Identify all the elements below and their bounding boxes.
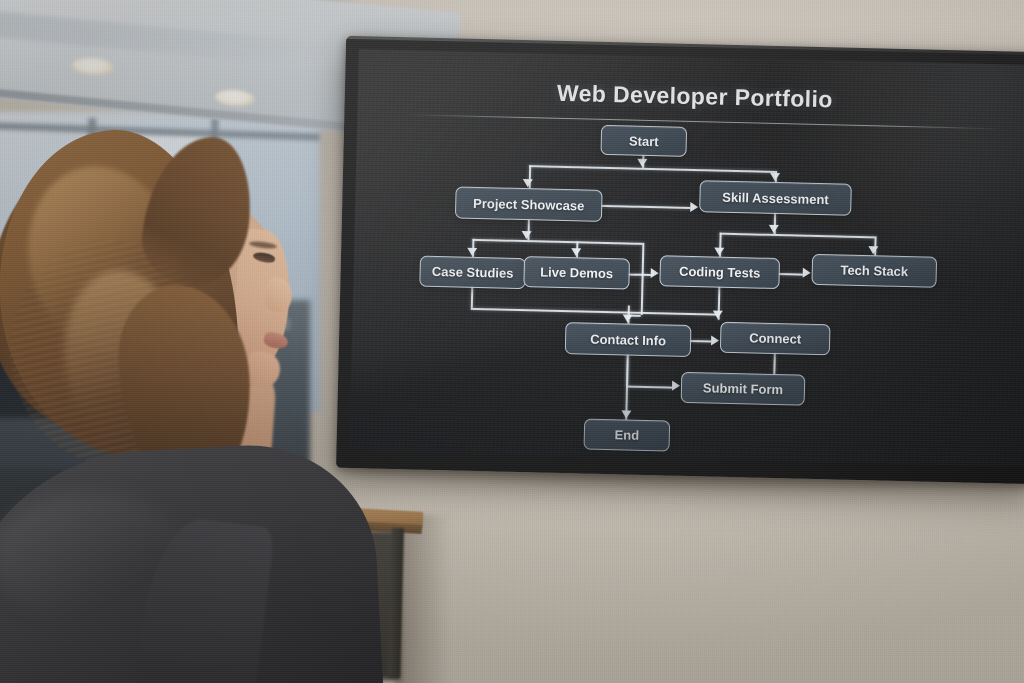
table-shadow [395,515,450,683]
presentation-viewer [0,120,390,683]
